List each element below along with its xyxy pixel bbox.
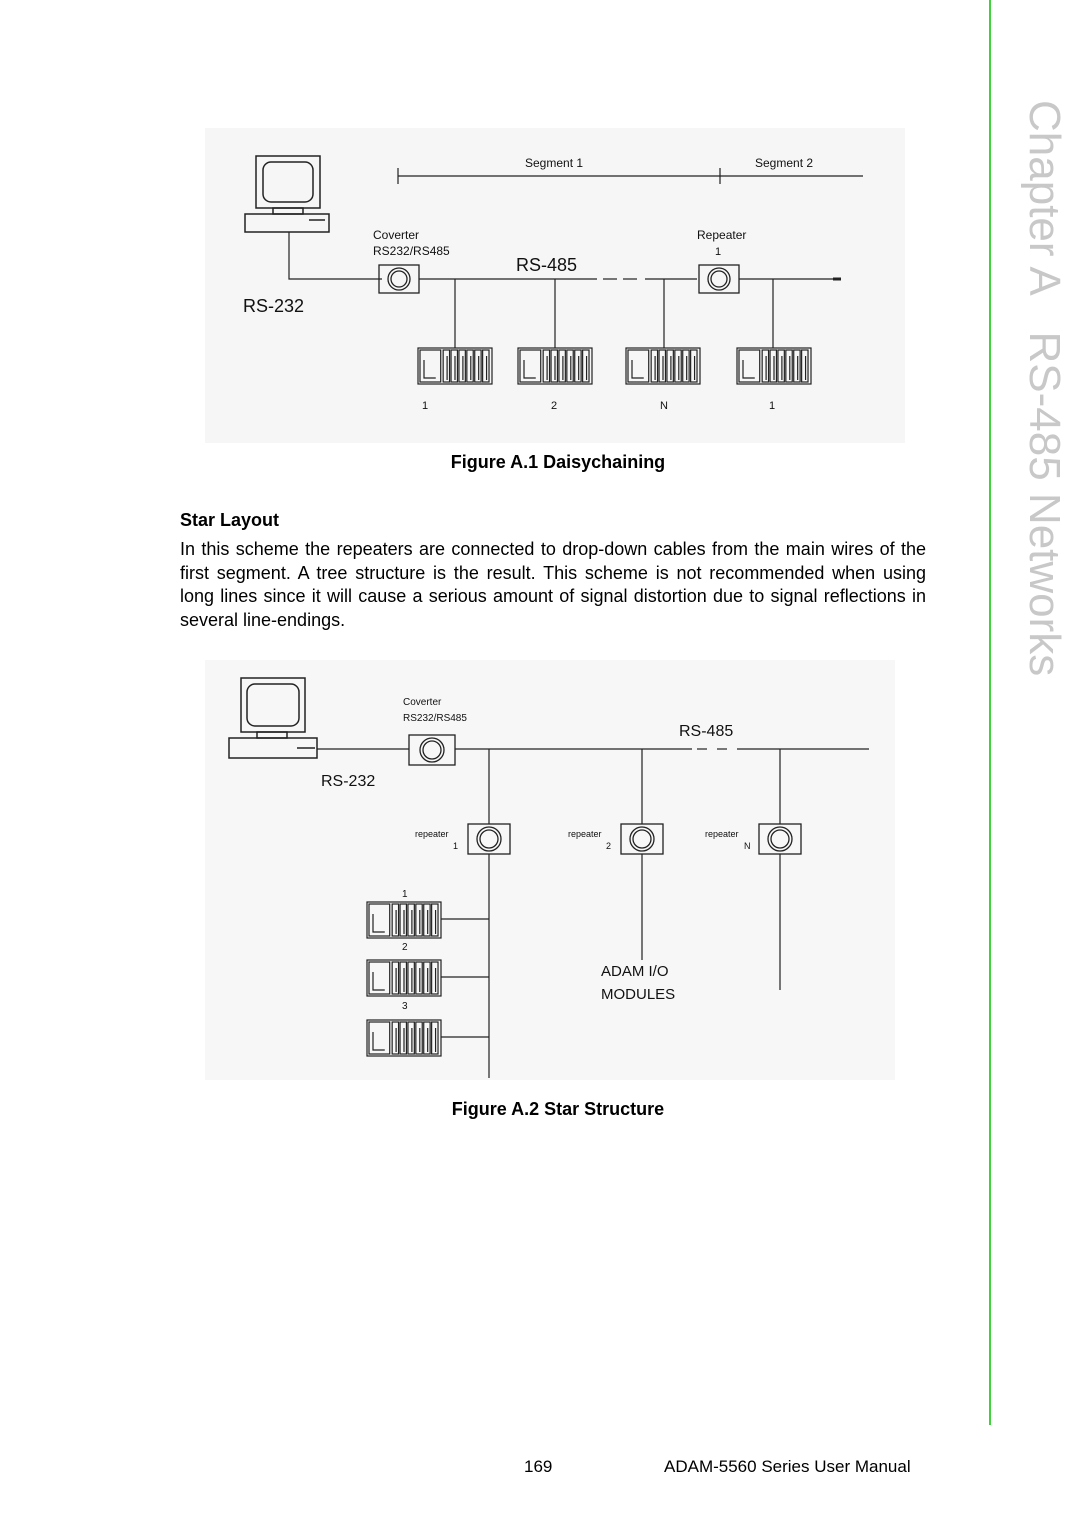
io-module-icon	[366, 959, 442, 997]
section-body: In this scheme the repeaters are connect…	[180, 539, 926, 630]
repeater-number: 2	[606, 841, 611, 851]
computer-icon	[228, 677, 318, 759]
chapter-title: RS-485 Networks	[1020, 332, 1069, 677]
module-label: 2	[551, 400, 557, 412]
repeater-number: 1	[715, 246, 721, 258]
repeater-label: repeater	[705, 829, 739, 839]
rs232-label: RS-232	[321, 773, 375, 790]
rs485-label: RS-485	[679, 723, 733, 740]
side-accent-rule	[989, 0, 991, 1425]
io-module-icon	[366, 901, 442, 939]
repeater-number: 1	[453, 841, 458, 851]
module-label: N	[660, 400, 668, 412]
repeater-icon	[467, 823, 511, 855]
modules-title: ADAM I/O	[601, 963, 669, 980]
converter-type-label: RS232/RS485	[373, 244, 450, 258]
segment2-label: Segment 2	[755, 156, 813, 170]
converter-type-label: RS232/RS485	[403, 713, 467, 724]
modules-subtitle: MODULES	[601, 986, 675, 1003]
figure2-caption: Figure A.2 Star Structure	[451, 1099, 665, 1119]
rs485-label: RS-485	[516, 255, 577, 275]
figure1-caption: Figure A.1 Daisychaining	[450, 452, 666, 472]
page-number: 169	[524, 1457, 553, 1476]
repeater-label: Repeater	[697, 228, 746, 242]
repeater-icon	[698, 264, 740, 294]
io-module-icon	[417, 347, 493, 385]
svg-text:Chapter A RS-485 Network: Chapter A RS-485 Networks	[1020, 100, 1069, 676]
module-label: 2	[402, 942, 408, 953]
module-label: 1	[422, 400, 428, 412]
io-module-icon	[517, 347, 593, 385]
repeater-icon	[758, 823, 802, 855]
chapter-label: Chapter A	[1020, 100, 1069, 296]
converter-label: Coverter	[373, 228, 419, 242]
computer-icon	[244, 155, 330, 233]
section-heading: Star Layout	[180, 510, 280, 530]
manual-title: ADAM-5560 Series User Manual	[664, 1457, 911, 1476]
io-module-icon	[625, 347, 701, 385]
figure-star-structure: RS-232 Coverter RS232/RS485 RS-485	[205, 660, 895, 1080]
rs232-label: RS-232	[243, 296, 304, 316]
segment1-label: Segment 1	[525, 156, 583, 170]
chapter-side-title: Chapter A RS-485 Networks	[1012, 100, 1080, 676]
repeater-icon	[620, 823, 664, 855]
repeater-label: repeater	[568, 829, 602, 839]
module-label: 1	[402, 889, 408, 900]
converter-label: Coverter	[403, 697, 442, 708]
io-module-icon	[736, 347, 812, 385]
repeater-number: N	[744, 841, 751, 851]
module-label: 3	[402, 1001, 408, 1012]
figure-daisychaining: Segment 1 Segment 2 RS-232 Coverter RS23…	[205, 128, 905, 443]
io-module-icon	[366, 1019, 442, 1057]
repeater-label: repeater	[415, 829, 449, 839]
module-label: 1	[769, 400, 775, 412]
converter-icon	[408, 734, 456, 766]
